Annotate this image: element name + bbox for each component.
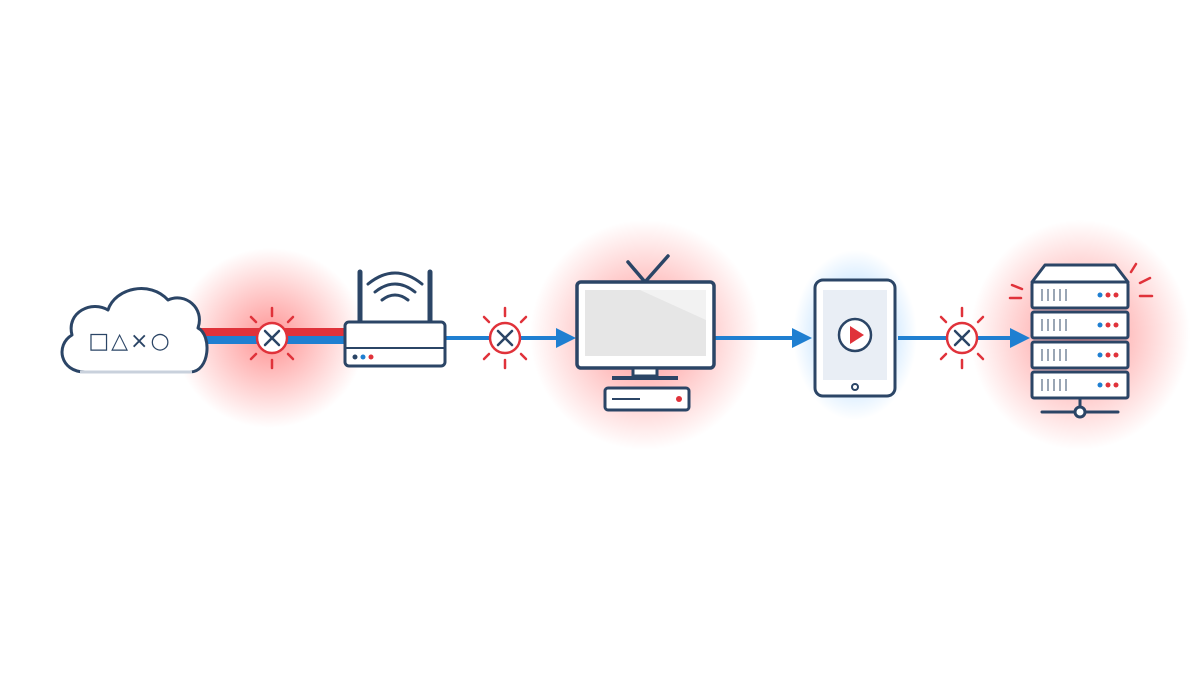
network-connector-icon xyxy=(1040,396,1120,419)
set-top-box-icon xyxy=(603,386,691,412)
server-unit xyxy=(1030,280,1130,310)
wifi-router-icon xyxy=(343,269,447,368)
blocked-x-icon xyxy=(482,306,528,370)
blocked-x-icon xyxy=(249,306,295,370)
cloud-icon: □△×○ xyxy=(60,287,209,374)
wifi-signal-icon xyxy=(366,271,424,302)
blocked-markers xyxy=(249,306,985,370)
blocked-x-icon xyxy=(939,306,985,370)
server-unit xyxy=(1030,370,1130,400)
television-icon xyxy=(575,254,716,380)
cloud-symbols: □△×○ xyxy=(88,329,171,354)
server-unit xyxy=(1030,340,1130,370)
server-unit xyxy=(1030,310,1130,340)
server-rack-icon xyxy=(1008,262,1154,419)
tablet-play-icon xyxy=(813,278,897,398)
alert-rays-icon xyxy=(1008,262,1154,300)
